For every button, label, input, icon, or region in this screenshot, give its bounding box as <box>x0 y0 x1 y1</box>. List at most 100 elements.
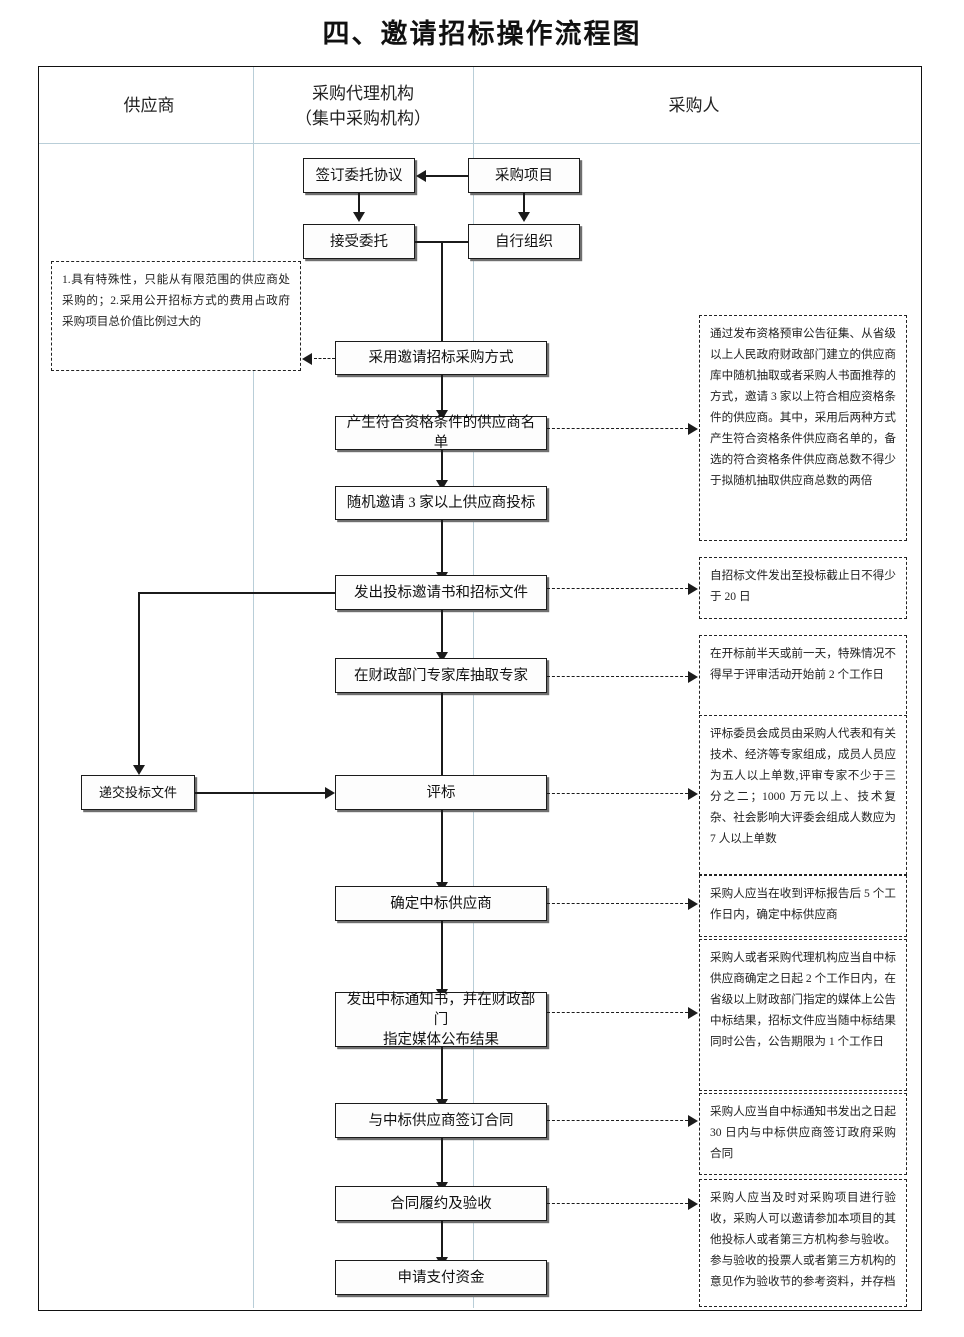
edge-project-to-self-arrow <box>518 212 530 222</box>
note-supplier-list-rule: 通过发布资格预审公告征集、从省级以上人民政府财政部门建立的供应商库中随机抽取或者… <box>699 315 907 541</box>
note-contract-sign-rule: 采购人应当自中标通知书发出之日起 30 日内与中标供应商签订政府采购合同 <box>699 1093 907 1175</box>
note-announcement-rule-text: 采购人或者采购代理机构应当自中标供应商确定之日起 2 个工作日内，在省级以上财政… <box>710 951 896 1048</box>
note-announcement-rule: 采购人或者采购代理机构应当自中标供应商确定之日起 2 个工作日内，在省级以上财政… <box>699 939 907 1091</box>
column-header-supplier: 供应商 <box>49 93 249 118</box>
node-submit-bid-docs-label: 递交投标文件 <box>98 784 177 800</box>
connector-evaluation-to-note <box>547 793 688 794</box>
swimlane-divider-1 <box>253 67 255 1308</box>
edge-invited-to-list <box>441 375 443 415</box>
edge-project-to-sign <box>426 175 468 177</box>
node-generate-supplier-list[interactable]: 产生符合资格条件的供应商名单 <box>335 415 547 451</box>
node-self-organize[interactable]: 自行组织 <box>468 224 580 259</box>
node-issue-award-notice-label-line2: 指定媒体公布结果 <box>383 1031 499 1048</box>
edge-list-to-invite3-arrow <box>436 480 448 490</box>
node-self-organize-label: 自行组织 <box>495 233 553 250</box>
column-header-agency: 采购代理机构 （集中采购机构） <box>257 81 469 131</box>
edge-invite3-to-issue <box>441 520 443 576</box>
node-sign-contract[interactable]: 与中标供应商签订合同 <box>335 1103 547 1138</box>
node-bid-evaluation[interactable]: 评标 <box>335 775 547 810</box>
edge-list-to-invite3 <box>441 450 443 485</box>
connector-acceptance-to-note <box>547 1203 688 1204</box>
edge-issue-to-experts <box>441 610 443 656</box>
node-sign-contract-label: 与中标供应商签订合同 <box>368 1112 514 1129</box>
connector-notice-to-note-arrow <box>688 1007 698 1019</box>
edge-contract-to-acceptance <box>441 1138 443 1186</box>
column-header-purchaser: 采购人 <box>479 93 909 118</box>
connector-issue-to-note-arrow <box>688 583 698 595</box>
column-header-agency-label-line1: 采购代理机构 <box>312 84 414 103</box>
node-accept-entrust[interactable]: 接受委托 <box>303 224 415 259</box>
node-issue-invitation-docs[interactable]: 发出投标邀请书和招标文件 <box>335 575 547 610</box>
node-issue-invitation-docs-label: 发出投标邀请书和招标文件 <box>354 584 528 601</box>
edge-issue-to-experts-arrow <box>436 652 448 662</box>
node-draw-experts-label: 在财政部门专家库抽取专家 <box>354 667 528 684</box>
note-left-conditions-text: 1.具有特殊性，只能从有限范围的供应商处采购的；2.采用公开招标方式的费用占政府… <box>62 273 290 328</box>
note-determine-winner-rule: 采购人应当在收到评标报告后 5 个工作日内，确定中标供应商 <box>699 875 907 937</box>
note-evaluation-committee-rule: 评标委员会成员由采购人代表和有关技术、经济等专家组成，成员人员应为五人以上单数,… <box>699 715 907 875</box>
node-sign-entrust[interactable]: 签订委托协议 <box>303 158 415 193</box>
node-draw-experts[interactable]: 在财政部门专家库抽取专家 <box>335 658 547 693</box>
node-accept-entrust-label: 接受委托 <box>330 233 388 250</box>
note-contract-sign-rule-text: 采购人应当自中标通知书发出之日起 30 日内与中标供应商签订政府采购合同 <box>710 1105 896 1160</box>
node-contract-performance-acceptance[interactable]: 合同履约及验收 <box>335 1186 547 1221</box>
node-procurement-project[interactable]: 采购项目 <box>468 158 580 193</box>
connector-contract-to-note-arrow <box>688 1115 698 1127</box>
connector-experts-to-note-arrow <box>688 671 698 683</box>
node-determine-winner[interactable]: 确定中标供应商 <box>335 886 547 921</box>
node-use-invited-bidding[interactable]: 采用邀请招标采购方式 <box>335 341 547 375</box>
connector-winner-to-note <box>547 903 688 904</box>
column-header-purchaser-label: 采购人 <box>668 96 720 115</box>
edge-project-to-self <box>523 193 525 214</box>
edge-invited-to-list-arrow <box>436 410 448 420</box>
page-title: 四、邀请招标操作流程图 <box>322 19 642 49</box>
connector-issue-to-note <box>547 588 688 589</box>
node-apply-payment[interactable]: 申请支付资金 <box>335 1260 547 1295</box>
node-issue-award-notice-label-line1: 发出中标通知书，并在财政部门 <box>346 991 536 1028</box>
note-acceptance-rule: 采购人应当及时对采购项目进行验收，采购人可以邀请参加本项目的其他投标人或者第三方… <box>699 1179 907 1307</box>
edge-join-vertical <box>441 241 443 348</box>
connector-list-to-note-arrow <box>688 423 698 435</box>
note-evaluation-committee-rule-text: 评标委员会成员由采购人代表和有关技术、经济等专家组成，成员人员应为五人以上单数,… <box>710 727 896 845</box>
note-left-conditions: 1.具有特殊性，只能从有限范围的供应商处采购的；2.采用公开招标方式的费用占政府… <box>51 261 301 371</box>
node-sign-entrust-label: 签订委托协议 <box>315 167 403 184</box>
edge-notice-to-contract <box>441 1047 443 1103</box>
connector-list-to-note <box>547 428 688 429</box>
connector-invited-to-left-note <box>314 358 335 359</box>
edge-submit-to-evaluation-arrow <box>325 787 335 799</box>
edge-submit-to-evaluation <box>195 792 325 794</box>
edge-issue-to-submit-arrow <box>133 765 145 775</box>
connector-evaluation-to-note-arrow <box>688 788 698 800</box>
edge-sign-to-accept <box>358 193 360 214</box>
node-invite-three-suppliers[interactable]: 随机邀请 3 家以上供应商投标 <box>335 486 547 520</box>
edge-issue-to-submit-horizontal <box>138 592 335 594</box>
connector-experts-to-note <box>547 676 688 677</box>
header-divider <box>39 143 920 145</box>
node-invite-three-suppliers-label: 随机邀请 3 家以上供应商投标 <box>346 495 536 511</box>
note-supplier-list-rule-text: 通过发布资格预审公告征集、从省级以上人民政府财政部门建立的供应商库中随机抽取或者… <box>710 327 896 487</box>
connector-notice-to-note <box>547 1012 688 1013</box>
edge-winner-to-notice <box>441 921 443 993</box>
diagram-frame: 供应商 采购代理机构 （集中采购机构） 采购人 签订委托协议 采购项目 接受委托… <box>38 66 922 1311</box>
connector-invited-to-left-note-arrow <box>302 353 312 365</box>
note-bid-deadline-rule-text: 自招标文件发出至投标截止日不得少于 20 日 <box>710 569 896 603</box>
column-header-agency-label-line2: （集中采购机构） <box>295 109 431 128</box>
note-bid-deadline-rule: 自招标文件发出至投标截止日不得少于 20 日 <box>699 557 907 619</box>
note-expert-draw-rule: 在开标前半天或前一天，特殊情况不得早于评审活动开始前 2 个工作日 <box>699 635 907 719</box>
node-generate-supplier-list-label: 产生符合资格条件的供应商名单 <box>346 415 536 451</box>
node-apply-payment-label: 申请支付资金 <box>397 1269 485 1286</box>
connector-acceptance-to-note-arrow <box>688 1198 698 1210</box>
edge-experts-to-evaluation <box>441 693 443 781</box>
note-acceptance-rule-text: 采购人应当及时对采购项目进行验收，采购人可以邀请参加本项目的其他投标人或者第三方… <box>710 1191 896 1288</box>
node-issue-award-notice[interactable]: 发出中标通知书，并在财政部门 指定媒体公布结果 <box>335 991 547 1048</box>
node-contract-performance-acceptance-label: 合同履约及验收 <box>390 1195 492 1212</box>
node-determine-winner-label: 确定中标供应商 <box>390 895 492 912</box>
node-use-invited-bidding-label: 采用邀请招标采购方式 <box>368 350 514 366</box>
node-bid-evaluation-label: 评标 <box>426 784 456 801</box>
edge-evaluation-to-winner <box>441 810 443 886</box>
node-submit-bid-docs[interactable]: 递交投标文件 <box>81 775 195 810</box>
note-determine-winner-rule-text: 采购人应当在收到评标报告后 5 个工作日内，确定中标供应商 <box>710 887 896 921</box>
connector-contract-to-note <box>547 1120 688 1121</box>
edge-sign-to-accept-arrow <box>353 212 365 222</box>
edge-issue-to-submit-vertical <box>138 592 140 769</box>
